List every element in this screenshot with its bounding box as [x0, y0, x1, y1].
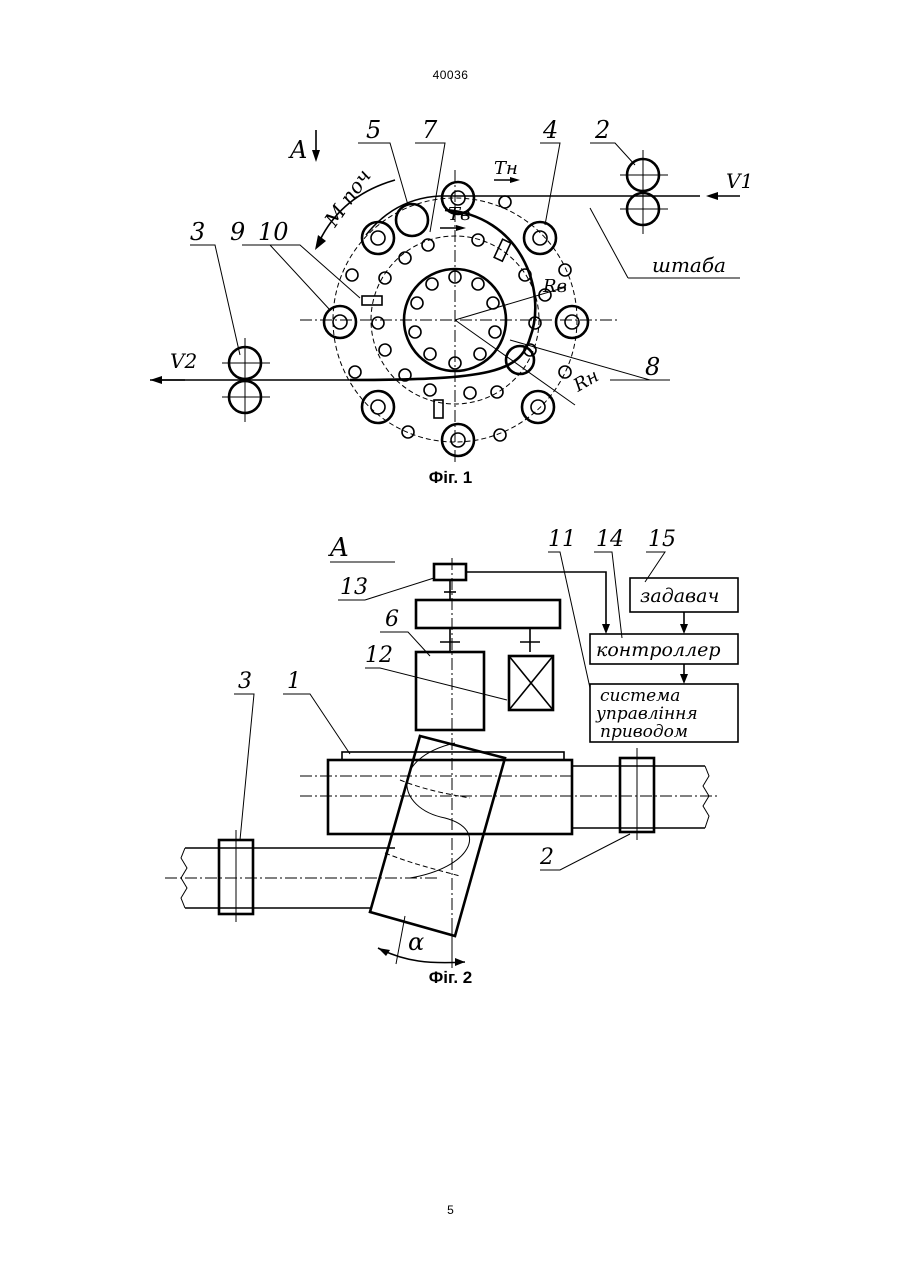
roll-body-1 [328, 760, 572, 834]
label-r-v: Rв [542, 276, 567, 297]
label-13: 13 [340, 575, 368, 600]
figure-1-drawing: A 5 7 4 2 3 9 10 8 M поч Tн Tв V1 V2 Rв … [0, 110, 901, 465]
label-v2: V2 [170, 349, 197, 373]
label-5: 5 [366, 116, 381, 144]
label-3: 3 [190, 218, 205, 246]
label-t-n: Tн [494, 158, 518, 179]
figure-1-caption: Фіг. 1 [0, 468, 901, 488]
label-alpha: α [408, 928, 424, 956]
label-8: 8 [645, 353, 660, 381]
gear-housing [416, 600, 560, 628]
label-11: 11 [548, 527, 576, 552]
label-m-poch: M поч [319, 165, 376, 232]
label-9: 9 [230, 218, 245, 246]
drive-control-text-2: управління [595, 704, 698, 724]
label-2: 2 [594, 116, 610, 144]
figure-2-drawing: A 13 11 14 15 6 12 3 1 2 α задавач контр… [0, 518, 901, 968]
encoder-13 [434, 564, 466, 580]
label-3-fig2: 3 [238, 669, 252, 694]
roll-pair-2 [620, 150, 668, 234]
page-number: 5 [0, 1203, 901, 1217]
label-2-fig2: 2 [539, 845, 554, 870]
drive-control-text-3: приводом [600, 722, 688, 742]
label-view-a: A [288, 136, 307, 164]
label-4: 4 [542, 116, 558, 144]
motor-6 [416, 652, 484, 730]
label-14: 14 [596, 527, 624, 552]
label-view-a-fig2: A [328, 533, 349, 563]
label-r-n: Rн [569, 365, 602, 396]
label-12: 12 [365, 643, 393, 668]
label-v1: V1 [726, 169, 753, 193]
label-strip: штаба [652, 253, 726, 277]
label-15: 15 [648, 527, 676, 552]
label-t-v: Tв [448, 204, 470, 225]
figure-2-caption: Фіг. 2 [0, 968, 901, 988]
label-1: 1 [287, 669, 301, 694]
drive-control-text-1: система [600, 686, 680, 706]
roller-5 [396, 204, 428, 236]
controller-text: контроллер [596, 639, 721, 661]
roller-8 [506, 346, 534, 374]
label-7: 7 [422, 116, 438, 144]
document-number: 40036 [0, 68, 901, 82]
label-6: 6 [385, 607, 399, 632]
setter-text: задавач [640, 585, 719, 607]
label-10: 10 [258, 218, 289, 246]
inclined-drum [370, 736, 505, 936]
